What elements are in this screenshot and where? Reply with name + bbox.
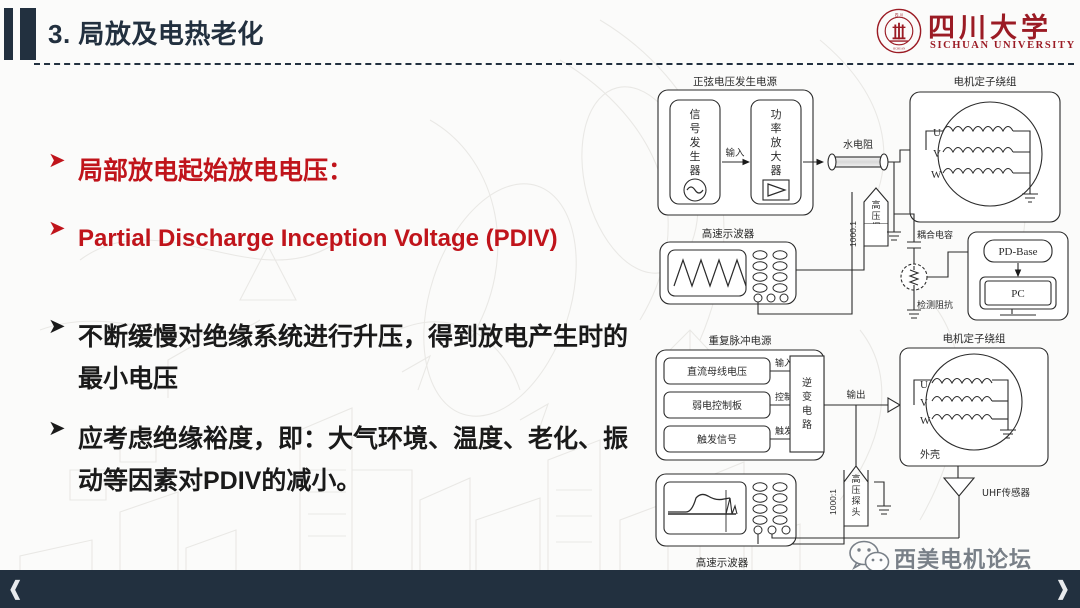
- pulse-voltage-test-setup-diagram: 重复脉冲电源 直流母线电压 弱电控制板 触发信号 输入 控制 触发 逆 变 电 …: [655, 332, 1049, 569]
- control-label: 控制: [775, 391, 793, 403]
- bullet-text: Partial Discharge Inception Voltage (PDI…: [78, 225, 558, 252]
- svg-text:头: 头: [851, 507, 860, 518]
- wechat-icon: [849, 540, 890, 576]
- pd-base-label: PD-Base: [998, 246, 1037, 258]
- svg-text:电: 电: [802, 404, 812, 417]
- logo-english-name: SICHUAN UNIVERSITY: [930, 40, 1076, 51]
- svg-text:器: 器: [690, 164, 701, 177]
- svg-text:率: 率: [771, 121, 782, 135]
- stator-title: 电机定子绕组: [954, 75, 1017, 88]
- university-seal-icon: 四 川 SICHUAN: [876, 8, 922, 54]
- svg-text:变: 变: [802, 390, 812, 403]
- casing-label: 外壳: [920, 448, 940, 461]
- phase-w-label: W: [931, 169, 942, 181]
- title-accent-bar-thick: [20, 8, 36, 60]
- svg-text:放: 放: [771, 135, 782, 149]
- bullet-text: 应考虑绝缘裕度，即：大气环境、温度、老化、振动等因素对PDIV的减小。: [78, 425, 629, 495]
- oscilloscope-title: 高速示波器: [702, 227, 755, 240]
- svg-text:压: 压: [871, 211, 880, 222]
- svg-text:号: 号: [690, 122, 701, 135]
- dc-bus-label: 直流母线电压: [687, 365, 747, 378]
- input-label: 输入: [725, 147, 745, 159]
- bottom-navigation-bar: ❰ ❱: [0, 570, 1080, 608]
- sine-voltage-test-setup-diagram: 正弦电压发生电源 信 号 发 生 器 功 率 放 大 器 输入: [657, 75, 1069, 321]
- water-resistor-label: 水电阻: [843, 138, 873, 151]
- uhf-sensor-label: UHF传感器: [982, 487, 1031, 499]
- svg-text:路: 路: [802, 418, 812, 431]
- stator-title: 电机定子绕组: [943, 332, 1006, 345]
- control-board-label: 弱电控制板: [692, 399, 742, 412]
- list-item: ➤ 局部放电起始放电电压：: [46, 150, 646, 192]
- svg-text:器: 器: [771, 164, 782, 177]
- header-divider: [34, 63, 1074, 65]
- list-item: ➤ 不断缓慢对绝缘系统进行升压，得到放电产生时的最小电压: [46, 316, 646, 400]
- phase-v-label: V: [920, 397, 928, 409]
- pulse-source-title: 重复脉冲电源: [709, 334, 772, 347]
- trigger-label: 触发: [775, 425, 793, 437]
- trigger-signal-label: 触发信号: [697, 433, 737, 446]
- svg-text:功: 功: [771, 108, 782, 121]
- list-item: ➤ Partial Discharge Inception Voltage (P…: [46, 218, 646, 260]
- output-label: 输出: [846, 389, 865, 401]
- svg-text:压: 压: [851, 485, 860, 496]
- svg-text:探: 探: [851, 495, 860, 507]
- input-label: 输入: [775, 357, 793, 369]
- phase-u-label: U: [933, 127, 941, 139]
- svg-text:生: 生: [690, 149, 701, 163]
- bullet-arrow-icon: ➤: [48, 315, 66, 338]
- logo-chinese-name: 四川大学: [928, 13, 1052, 44]
- svg-text:四 川: 四 川: [895, 13, 904, 17]
- forum-watermark: 西美电机论坛: [848, 540, 1073, 576]
- page-title: 3. 局放及电热老化: [48, 19, 264, 49]
- source-title: 正弦电压发生电源: [693, 75, 777, 88]
- bullet-arrow-icon: ➤: [48, 417, 66, 440]
- svg-text:SICHUAN: SICHUAN: [893, 47, 905, 50]
- university-logo: 四 川 SICHUAN 四川大学 SICHUAN UNIVERSITY: [876, 6, 1074, 60]
- next-slide-button[interactable]: ❱: [1054, 578, 1071, 600]
- bullet-arrow-icon: ➤: [48, 149, 66, 172]
- list-item: ➤ 应考虑绝缘裕度，即：大气环境、温度、老化、振动等因素对PDIV的减小。: [46, 418, 646, 502]
- slide-header: 3. 局放及电热老化 四 川 SICHUAN 四川大学 SICHUAN UNIV…: [0, 0, 1080, 68]
- svg-text:高: 高: [851, 473, 860, 485]
- detect-impedance-label: 检测阻抗: [917, 299, 953, 311]
- svg-text:大: 大: [771, 149, 782, 163]
- hv-probe-ratio: 1000:1: [828, 489, 838, 515]
- bullet-list: ➤ 局部放电起始放电电压： ➤ Partial Discharge Incept…: [46, 150, 646, 516]
- phase-w-label: W: [920, 415, 931, 427]
- phase-u-label: U: [920, 379, 928, 391]
- coupling-cap-label: 耦合电容: [917, 229, 953, 241]
- svg-text:逆: 逆: [802, 376, 812, 389]
- prev-slide-button[interactable]: ❰: [7, 578, 24, 600]
- svg-text:发: 发: [690, 135, 701, 149]
- bullet-text: 局部放电起始放电电压：: [78, 157, 354, 185]
- svg-text:高: 高: [871, 199, 880, 211]
- bullet-text: 不断缓慢对绝缘系统进行升压，得到放电产生时的最小电压: [78, 323, 629, 393]
- hv-probe-ratio: 1000:1: [848, 221, 858, 247]
- svg-text:信: 信: [690, 108, 701, 121]
- bullet-arrow-icon: ➤: [48, 217, 66, 240]
- pc-label: PC: [1011, 288, 1024, 300]
- oscilloscope-title: 高速示波器: [696, 556, 749, 569]
- title-accent-bar-thin: [4, 8, 13, 60]
- watermark-text: 西美电机论坛: [894, 547, 1033, 572]
- phase-v-label: V: [933, 148, 941, 160]
